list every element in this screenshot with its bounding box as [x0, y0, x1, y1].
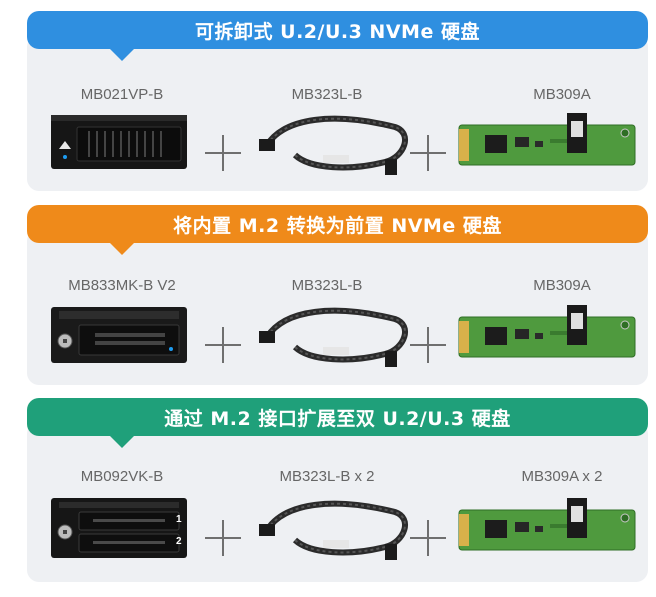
- section-title: 通过 M.2 接口扩展至双 U.2/U.3 硬盘: [164, 407, 511, 430]
- section-banner: 可拆卸式 U.2/U.3 NVMe 硬盘: [27, 11, 648, 49]
- banner-pointer: [109, 435, 135, 448]
- cable-image: [259, 307, 408, 367]
- adapter-board-image: [458, 498, 636, 551]
- product-label: MB323L-B: [291, 86, 363, 103]
- plus-icon: [410, 327, 446, 363]
- banner-pointer: [109, 242, 135, 255]
- plus-icon: [205, 520, 241, 556]
- section-banner: 将内置 M.2 转换为前置 NVMe 硬盘: [27, 205, 648, 243]
- product-label: MB833MK-B V2: [68, 277, 176, 294]
- product-label: MB309A: [533, 86, 591, 103]
- drive-enclosure-image: [51, 115, 187, 169]
- adapter-board-image: [458, 113, 636, 166]
- section-banner: 通过 M.2 接口扩展至双 U.2/U.3 硬盘: [27, 398, 648, 436]
- banner-pointer: [109, 48, 135, 61]
- plus-icon: [410, 520, 446, 556]
- product-label: MB323L-B x 2: [279, 468, 375, 485]
- bay-number-1: 1: [176, 514, 182, 525]
- product-label: MB309A x 2: [521, 468, 603, 485]
- section-m2-front-nvme: 将内置 M.2 转换为前置 NVMe 硬盘 MB833MK-B V2 MB323…: [27, 205, 648, 385]
- product-label: MB309A: [533, 277, 591, 294]
- section-title: 可拆卸式 U.2/U.3 NVMe 硬盘: [195, 20, 480, 43]
- plus-icon: [410, 135, 446, 171]
- product-label: MB323L-B: [291, 277, 363, 294]
- cable-image: [259, 115, 408, 175]
- bay-number-2: 2: [176, 536, 182, 547]
- section-dual-u2: 通过 M.2 接口扩展至双 U.2/U.3 硬盘 MB092VK-B MB323…: [27, 398, 648, 583]
- cable-image: [259, 500, 408, 560]
- plus-icon: [205, 135, 241, 171]
- drive-enclosure-image: [51, 498, 187, 558]
- plus-icon: [205, 327, 241, 363]
- drive-enclosure-image: [51, 307, 187, 363]
- section-title: 将内置 M.2 转换为前置 NVMe 硬盘: [173, 214, 502, 237]
- adapter-board-image: [458, 305, 636, 358]
- product-label: MB021VP-B: [80, 86, 164, 103]
- product-label: MB092VK-B: [80, 468, 164, 485]
- section-removable-u2: 可拆卸式 U.2/U.3 NVMe 硬盘 MB021VP-B MB323L-B …: [27, 11, 648, 191]
